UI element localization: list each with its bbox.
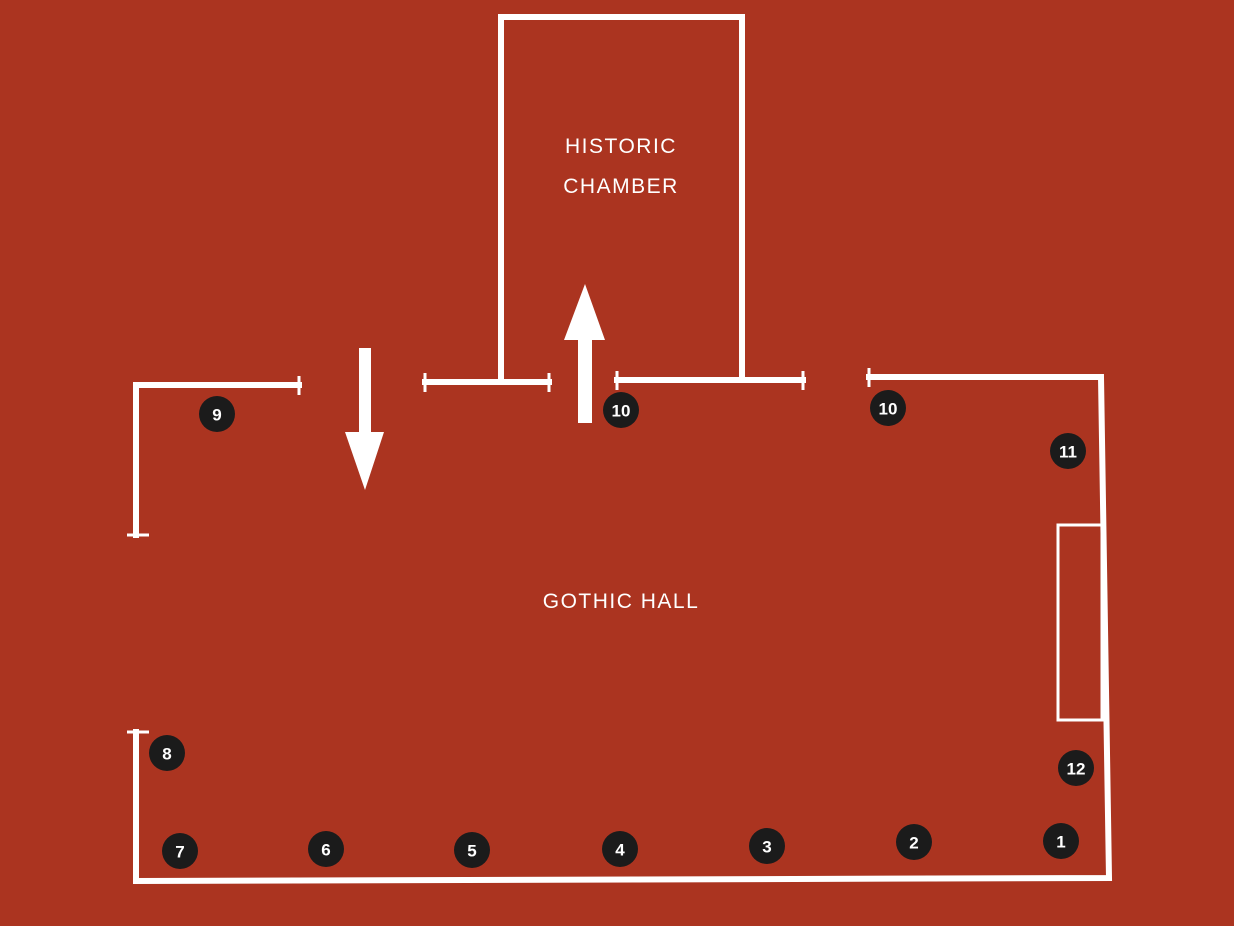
- gothic-hall-label: GOTHIC HALL: [543, 590, 700, 613]
- svg-text:12: 12: [1067, 760, 1086, 779]
- marker-5: 5: [454, 832, 490, 868]
- marker-1: 1: [1043, 823, 1079, 859]
- svg-text:10: 10: [879, 400, 898, 419]
- svg-text:7: 7: [175, 843, 184, 862]
- arrow-down-icon: [345, 348, 384, 490]
- arrow-up-icon: [564, 284, 605, 423]
- svg-text:10: 10: [612, 402, 631, 421]
- svg-text:4: 4: [615, 841, 625, 860]
- marker-2: 2: [896, 824, 932, 860]
- wall-top-left: [133, 382, 302, 538]
- marker-8: 8: [149, 735, 185, 771]
- svg-text:3: 3: [762, 838, 771, 857]
- marker-11: 11: [1050, 433, 1086, 469]
- marker-12: 12: [1058, 750, 1094, 786]
- marker-6: 6: [308, 831, 344, 867]
- marker-3: 3: [749, 828, 785, 864]
- wall-right-outer: [133, 374, 1113, 885]
- svg-text:6: 6: [321, 841, 330, 860]
- svg-text:8: 8: [162, 745, 171, 764]
- svg-text:11: 11: [1059, 443, 1077, 462]
- historic-chamber-label-line1: HISTORIC: [565, 135, 677, 158]
- svg-text:1: 1: [1056, 833, 1065, 852]
- svg-text:2: 2: [909, 834, 918, 853]
- historic-chamber-label-line2: CHAMBER: [563, 175, 679, 198]
- marker-10b: 10: [870, 390, 906, 426]
- marker-4: 4: [602, 831, 638, 867]
- svg-text:5: 5: [467, 842, 476, 861]
- historic-chamber-walls: [498, 14, 745, 383]
- marker-7: 7: [162, 833, 198, 869]
- marker-9: 9: [199, 396, 235, 432]
- marker-10a: 10: [603, 392, 639, 428]
- svg-text:9: 9: [212, 406, 221, 425]
- alcove: [1056, 523, 1104, 722]
